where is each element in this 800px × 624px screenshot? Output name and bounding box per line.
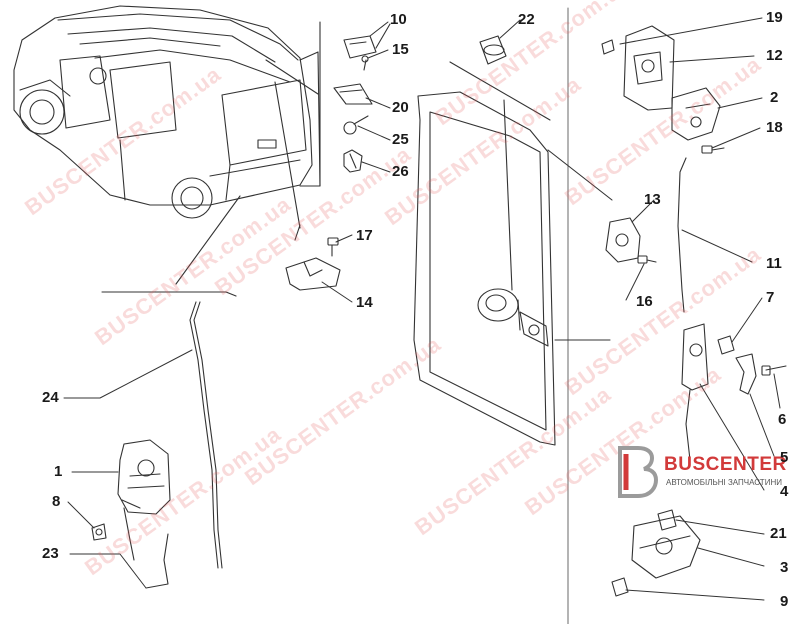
- part-label: 24: [42, 389, 59, 406]
- part-23-rod: [123, 507, 169, 589]
- part-label: 19: [766, 9, 783, 26]
- part-4-actuator: [681, 323, 709, 461]
- part-24-cable: [189, 301, 223, 569]
- part-16-screw: [637, 255, 657, 264]
- part-26-clip: [343, 149, 363, 173]
- part-25-screw: [343, 115, 369, 135]
- part-label: 4: [780, 483, 789, 500]
- part-label: 12: [766, 47, 783, 64]
- part-label: 16: [636, 293, 653, 310]
- logo-mark-icon: [618, 446, 659, 498]
- part-label: 9: [780, 593, 789, 610]
- part-6-screw: [761, 365, 787, 376]
- part-label: 7: [766, 289, 775, 306]
- part-label: 17: [356, 227, 373, 244]
- van-illustration: [13, 5, 321, 219]
- part-20-cover: [333, 83, 373, 105]
- part-label: 2: [770, 89, 779, 106]
- part-8-screw: [91, 523, 107, 541]
- part-22-plug: [479, 35, 507, 65]
- part-label: 13: [644, 191, 661, 208]
- part-label: 21: [770, 525, 787, 542]
- part-label: 20: [392, 99, 409, 116]
- part-14-striker: [285, 257, 341, 291]
- part-13-bracket: [605, 217, 641, 263]
- part-label: 25: [392, 131, 409, 148]
- part-2-latch: [671, 87, 721, 141]
- part-3-lock: [631, 515, 701, 579]
- part-label: 23: [42, 545, 59, 562]
- logo-tagline: АВТОМОБІЛЬНІ ЗАПЧАСТИНИ: [666, 478, 782, 487]
- part-label: 14: [356, 294, 373, 311]
- part-18-screw: [701, 145, 725, 154]
- part-label: 11: [766, 255, 782, 272]
- logo-name: BUSCENTER: [664, 454, 787, 475]
- tailgate: [413, 91, 613, 446]
- part-1-lock: [117, 439, 171, 515]
- part-label: 22: [518, 11, 535, 28]
- part-label: 1: [54, 463, 63, 480]
- part-5-lever: [735, 353, 757, 395]
- part-17-screw: [327, 237, 339, 257]
- part-label: 3: [780, 559, 789, 576]
- part-label: 26: [392, 163, 409, 180]
- part-9-screw: [611, 577, 629, 597]
- part-21-bracket: [657, 509, 677, 531]
- buscenter-logo: BUSCENTER АВТОМОБІЛЬНІ ЗАПЧАСТИНИ: [612, 442, 798, 522]
- part-10-bracket: [343, 23, 391, 59]
- part-19-screw: [601, 39, 615, 55]
- part-label: 10: [390, 11, 407, 28]
- part-label: 8: [52, 493, 61, 510]
- part-label: 5: [780, 449, 789, 466]
- part-11-rod: [677, 157, 687, 313]
- part-label: 6: [778, 411, 787, 428]
- part-label: 18: [766, 119, 783, 136]
- part-label: 15: [392, 41, 409, 58]
- part-7-screw: [717, 335, 735, 355]
